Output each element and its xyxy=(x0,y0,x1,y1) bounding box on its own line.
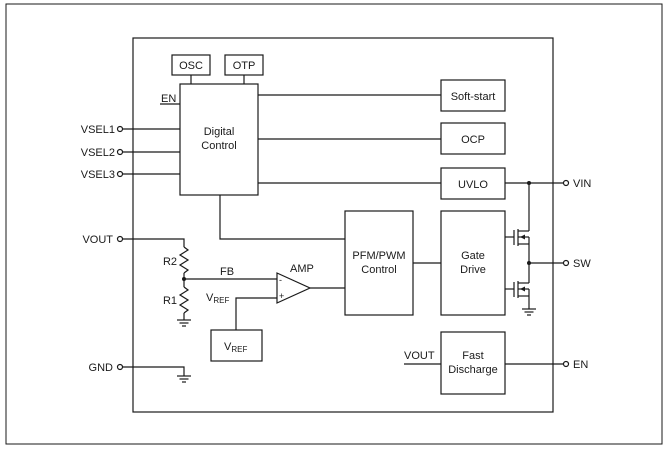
ocp-block: OCP xyxy=(440,122,506,155)
pfm-pwm-control-block: PFM/PWM Control xyxy=(344,210,414,316)
digital-control-block: Digital Control xyxy=(179,83,259,196)
pfm-pwm-line1: PFM/PWM xyxy=(352,250,405,262)
r1-resistor xyxy=(178,286,190,314)
vin-pin: VIN xyxy=(505,178,591,190)
r2-label: R2 xyxy=(163,256,177,268)
gnd-pin: GND xyxy=(89,362,185,376)
outer-frame xyxy=(5,3,663,445)
digital-to-pwm-link xyxy=(219,195,345,240)
r1-ground-icon xyxy=(177,319,191,327)
amp-minus-sign: - xyxy=(279,275,282,285)
error-amplifier: - + xyxy=(276,272,312,304)
otp-block: OTP xyxy=(224,54,264,76)
vsel1-label: VSEL1 xyxy=(81,124,115,136)
r1-label: R1 xyxy=(163,295,177,307)
fb-label: FB xyxy=(220,266,234,278)
vin-label: VIN xyxy=(573,178,591,190)
vref-block: VREF xyxy=(210,329,263,362)
vout-label: VOUT xyxy=(82,234,113,246)
ls-ground-icon xyxy=(522,308,536,316)
fast-discharge-block: Fast Discharge xyxy=(440,331,506,395)
vref-box-label: VREF xyxy=(224,341,247,354)
r2-resistor xyxy=(178,246,190,274)
gate-drive-line2: Drive xyxy=(460,264,486,276)
ocp-label: OCP xyxy=(461,134,485,146)
amp-label: AMP xyxy=(290,263,314,275)
vout-internal-label: VOUT xyxy=(404,350,435,362)
amp-plus-sign: + xyxy=(279,291,284,301)
sw-label: SW xyxy=(573,258,591,270)
vsel2-pin: VSEL2 xyxy=(81,147,180,159)
fast-discharge-line2: Discharge xyxy=(448,364,498,376)
low-side-mosfet xyxy=(505,281,529,298)
otp-label: OTP xyxy=(233,60,256,72)
en-output-label: EN xyxy=(573,359,588,371)
vsel1-pin: VSEL1 xyxy=(81,124,180,136)
uvlo-block: UVLO xyxy=(440,167,506,200)
vsel3-pin: VSEL3 xyxy=(81,169,180,181)
vsel2-label: VSEL2 xyxy=(81,147,115,159)
sw-pin: SW xyxy=(527,258,591,270)
gnd-label: GND xyxy=(89,362,114,374)
gnd-ground-icon xyxy=(177,375,191,383)
osc-block: OSC xyxy=(171,54,211,76)
digital-control-line1: Digital xyxy=(204,126,235,138)
gate-drive-line1: Gate xyxy=(461,250,485,262)
en-input-label: EN xyxy=(161,93,176,105)
osc-label: OSC xyxy=(179,60,203,72)
vout-pin: VOUT xyxy=(82,234,185,247)
vref-input-label: VREF xyxy=(206,292,229,305)
soft-start-label: Soft-start xyxy=(451,91,496,103)
gate-drive-block: Gate Drive xyxy=(440,210,506,316)
digital-control-line2: Control xyxy=(201,140,236,152)
pfm-pwm-line2: Control xyxy=(361,264,396,276)
en-output-pin: EN xyxy=(505,359,588,371)
high-side-mosfet xyxy=(505,229,529,246)
uvlo-label: UVLO xyxy=(458,179,488,191)
soft-start-block: Soft-start xyxy=(440,79,506,112)
fast-discharge-line1: Fast xyxy=(462,350,483,362)
vsel3-label: VSEL3 xyxy=(81,169,115,181)
vref-link xyxy=(235,297,277,330)
